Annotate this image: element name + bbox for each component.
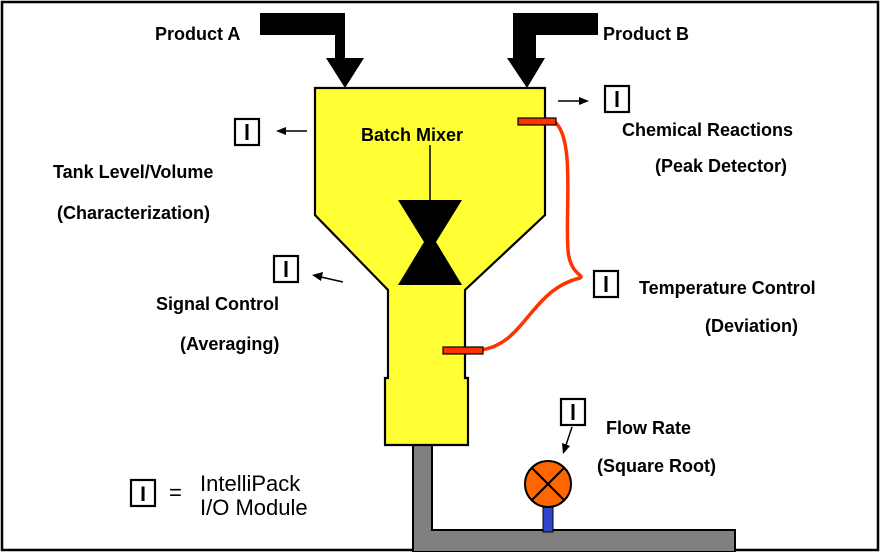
legend: I = IntelliPack I/O Module <box>129 471 308 520</box>
temperature-control-label: Temperature Control <box>639 278 816 298</box>
product-a-feed-arrow <box>260 13 364 88</box>
chemical-reactions-arrow <box>558 97 589 105</box>
mixer-blade-icon <box>398 200 462 285</box>
io-module-signal-control-icon <box>272 254 300 284</box>
deviation-label: (Deviation) <box>705 316 798 336</box>
upper-temperature-probe <box>517 117 557 126</box>
chemical-reactions-label: Chemical Reactions <box>622 120 793 140</box>
flow-rate-label: Flow Rate <box>606 418 691 438</box>
peak-detector-label: (Peak Detector) <box>655 156 787 176</box>
legend-line-1: IntelliPack <box>200 471 301 496</box>
product-a-label: Product A <box>155 24 240 44</box>
product-b-feed-arrow <box>507 13 598 88</box>
legend-symbol: I <box>140 483 146 506</box>
io-module-flow-rate-icon <box>559 397 587 427</box>
tank-level-arrow <box>276 127 307 135</box>
legend-equals: = <box>169 480 182 505</box>
legend-module-icon <box>129 478 157 508</box>
signal-control-label: Signal Control <box>156 294 279 314</box>
tank-level-label: Tank Level/Volume <box>53 162 213 182</box>
io-module-temperature-icon <box>592 269 620 299</box>
batch-mixer-label: Batch Mixer <box>361 125 463 145</box>
temperature-sensor-line <box>479 120 583 352</box>
product-b-label: Product B <box>603 24 689 44</box>
flow-rate-arrow <box>562 426 573 454</box>
characterization-label: (Characterization) <box>57 203 210 223</box>
square-root-label: (Square Root) <box>597 456 716 476</box>
io-module-chemical-icon <box>603 84 631 114</box>
io-module-tank-level-icon <box>233 117 261 147</box>
flow-valve-icon <box>524 460 572 508</box>
lower-temperature-probe <box>442 346 484 355</box>
averaging-label: (Averaging) <box>180 334 279 354</box>
signal-control-arrow <box>312 272 344 283</box>
legend-line-2: I/O Module <box>200 495 308 520</box>
